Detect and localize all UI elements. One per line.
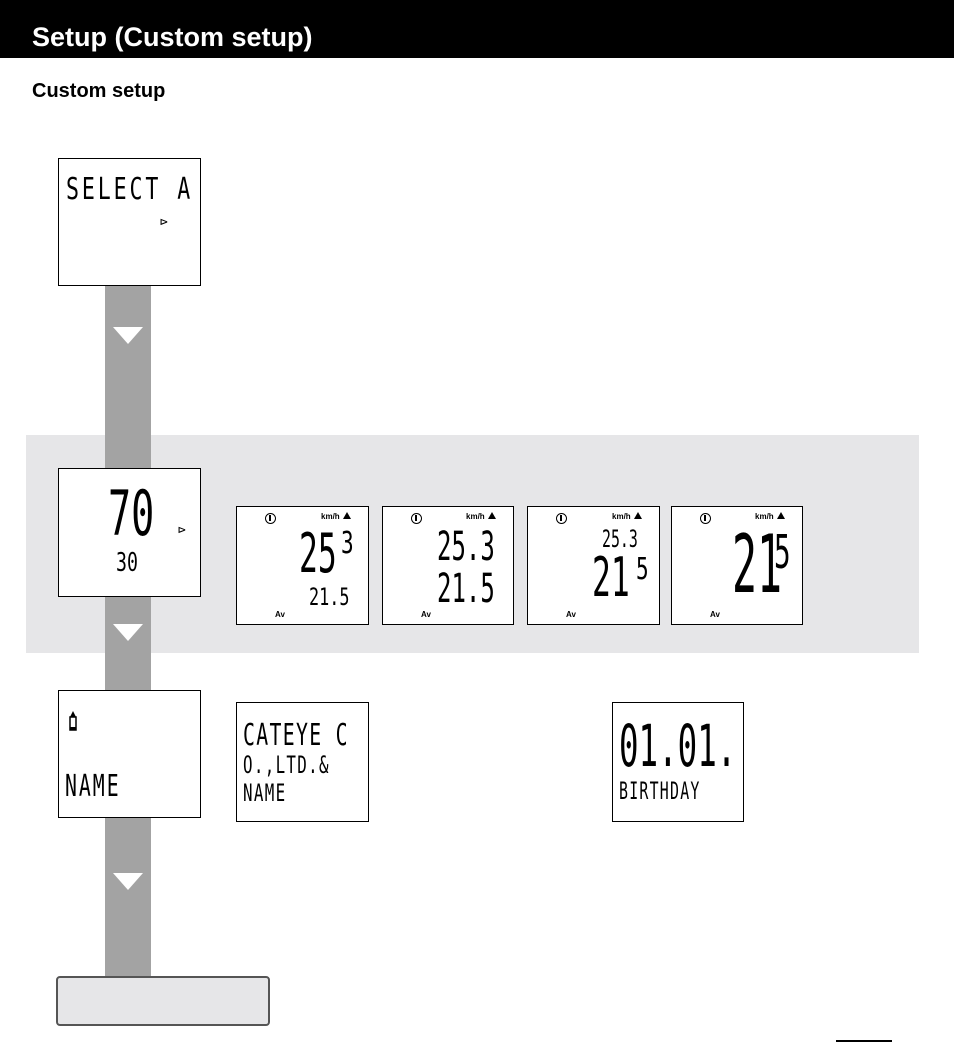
name-line-1: CATEYE C: [243, 718, 349, 753]
upper-value: 25.3: [437, 524, 495, 570]
select-text: SELECT A: [66, 172, 194, 207]
display-example-3: km/h 25.3 21 5 Av: [527, 506, 660, 625]
birthday-label: BIRTHDAY: [619, 777, 701, 805]
lcd-scale-screen: 70 30 ⊳: [58, 468, 201, 597]
down-arrow-icon: [113, 624, 143, 641]
scale-top-value: 70: [108, 477, 155, 550]
av-label: Av: [275, 610, 285, 619]
cursor-icon: ⊳: [160, 215, 168, 230]
large-decimal-value: 5: [636, 552, 649, 587]
birthday-example-display: 01.01. BIRTHDAY: [612, 702, 744, 822]
rider-icon: [265, 513, 276, 524]
speed-unit-label: km/h: [321, 512, 351, 521]
speed-decimal-value: 3: [341, 526, 354, 561]
av-label: Av: [421, 610, 431, 619]
name-line-2: O.,LTD.&: [243, 751, 330, 779]
page-title: Setup (Custom setup): [32, 22, 313, 52]
large-decimal-value: 5: [774, 525, 791, 579]
birthday-date: 01.01.: [619, 712, 737, 780]
av-label: Av: [710, 610, 720, 619]
name-line-3: NAME: [243, 779, 287, 807]
lcd-name-screen: NAME: [58, 690, 201, 818]
large-value: 21: [732, 518, 783, 611]
speed-unit-label: km/h: [612, 512, 642, 521]
lcd-select-screen: SELECT A ⊳: [58, 158, 201, 286]
name-example-display: CATEYE C O.,LTD.& NAME: [236, 702, 369, 822]
end-box: [56, 976, 270, 1026]
display-example-4: km/h 21 5 Av: [671, 506, 803, 625]
page-rule: [836, 1040, 892, 1042]
rider-icon: [556, 513, 567, 524]
section-title: Custom setup: [32, 80, 166, 102]
display-example-1: km/h 25 3 21.5 Av: [236, 506, 369, 625]
cursor-icon: ⊳: [178, 523, 186, 538]
speed-unit-label: km/h: [466, 512, 496, 521]
name-label: NAME: [65, 769, 121, 804]
rider-icon: [411, 513, 422, 524]
upper-value: 25.3: [602, 525, 638, 553]
display-example-2: km/h 25.3 21.5 Av: [382, 506, 514, 625]
large-value: 21: [592, 546, 630, 609]
header-bar: Setup (Custom setup): [0, 0, 954, 58]
large-speed-value: 25: [299, 522, 337, 585]
down-arrow-icon: [113, 873, 143, 890]
pen-icon: [69, 711, 77, 731]
lower-value: 21.5: [309, 583, 350, 611]
speed-unit-label: km/h: [755, 512, 785, 521]
rider-icon: [700, 513, 711, 524]
down-arrow-icon: [113, 327, 143, 344]
scale-bottom-value: 30: [116, 548, 138, 578]
av-label: Av: [566, 610, 576, 619]
lower-value: 21.5: [437, 566, 495, 612]
